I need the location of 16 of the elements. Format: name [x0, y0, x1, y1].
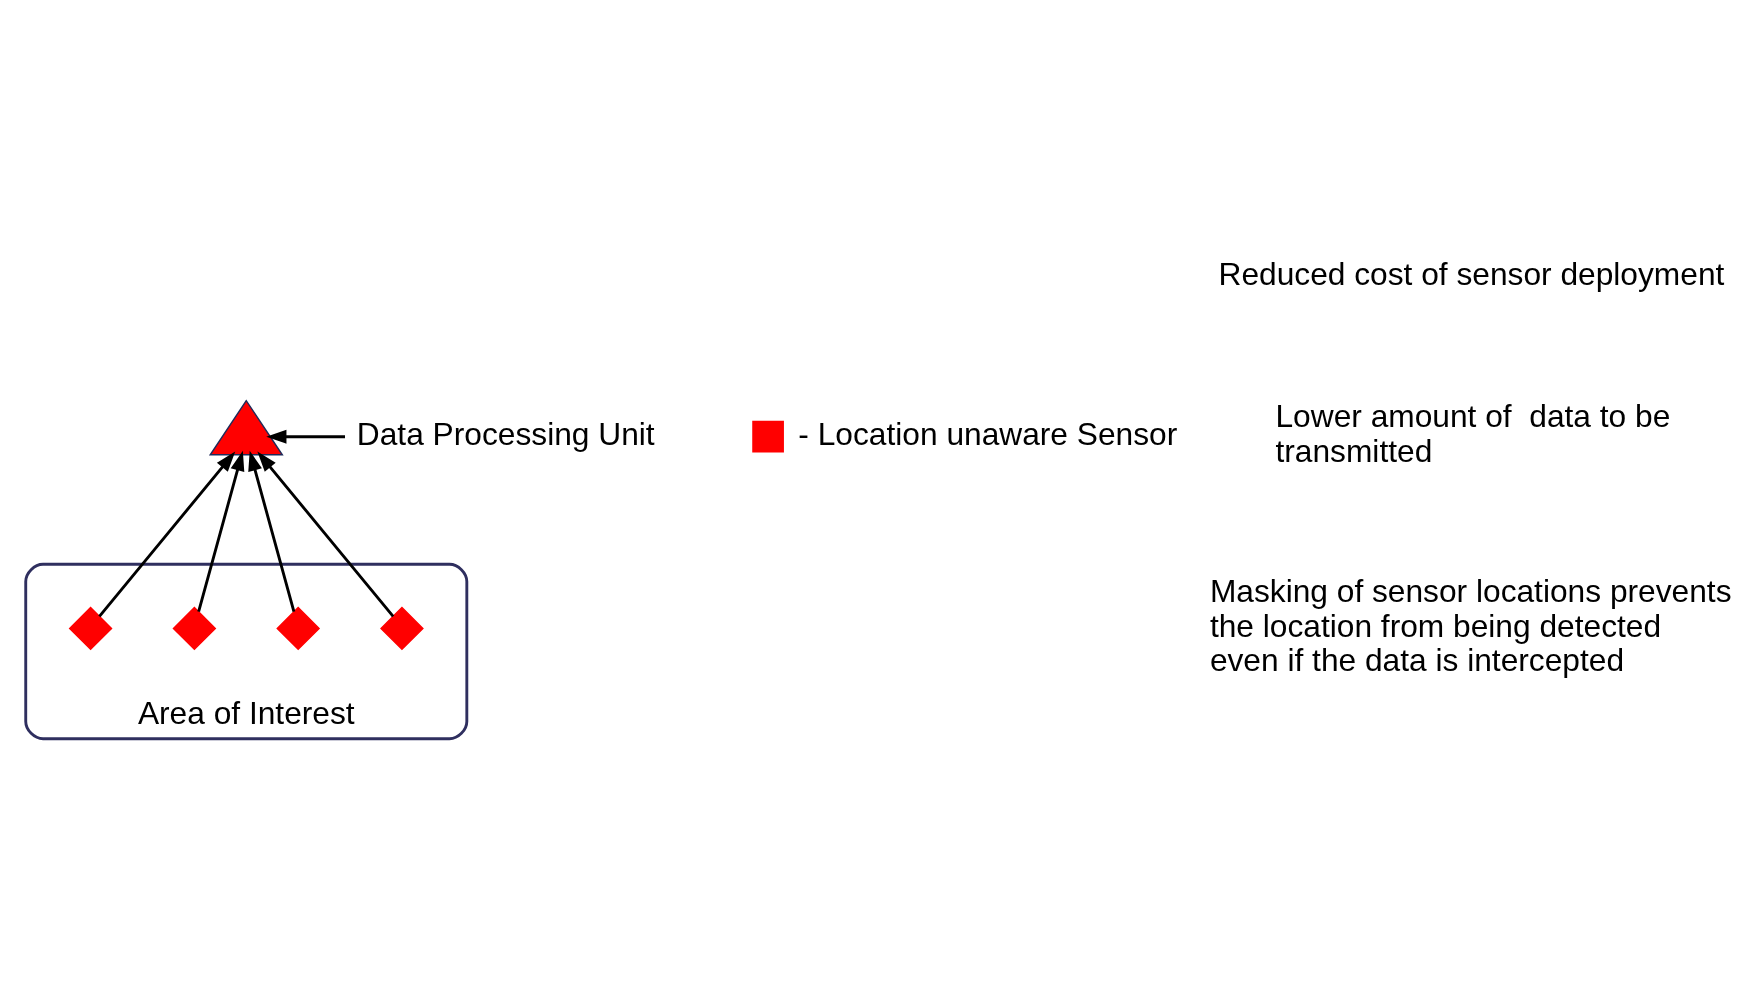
- label: Lower amount of data to be transmitted: [1275, 398, 1671, 470]
- arrow: [197, 450, 245, 612]
- node-triangle: [208, 399, 284, 456]
- cluster: Area of Interest: [24, 562, 469, 741]
- node-cross: [68, 606, 113, 651]
- arrow: [98, 451, 236, 618]
- arrow: [257, 451, 395, 618]
- node-cross: [380, 606, 424, 651]
- arrow: [266, 429, 345, 444]
- arrow: [248, 450, 296, 612]
- label: Masking of sensor locations prevents the location from being detected even if the data is intercepted: [1209, 572, 1732, 679]
- node-cross: [172, 606, 217, 651]
- label: Reduced cost of sensor deployment: [1218, 255, 1725, 292]
- node-text: Data Processing Unit: [356, 415, 655, 452]
- legend-label: - Location unaware Sensor: [798, 415, 1178, 452]
- node-cross: [276, 606, 321, 651]
